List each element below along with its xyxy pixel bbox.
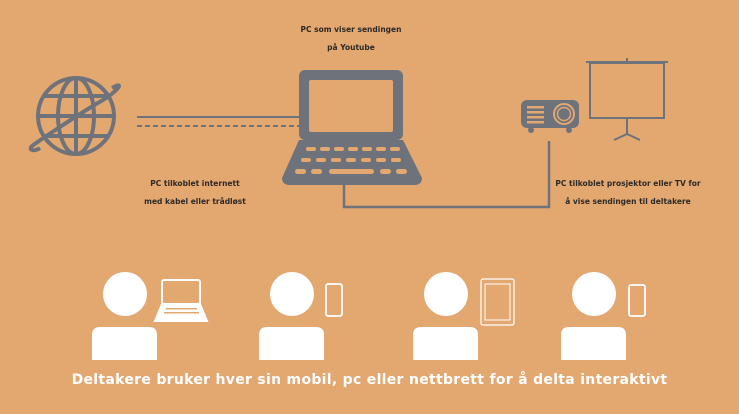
participant-mobile-1 xyxy=(259,272,324,360)
caption: Deltakere bruker hver sin mobil, pc elle… xyxy=(71,372,668,388)
participant-mobile-2 xyxy=(561,272,626,360)
internet-label-line2: med kabel eller trådløst xyxy=(144,197,246,206)
mobile-device-icon xyxy=(325,283,343,317)
participant-tablet xyxy=(413,272,478,360)
participant-laptop xyxy=(92,272,157,360)
projector-label-line1: PC tilkoblet prosjektor eller TV for xyxy=(555,179,701,188)
laptop-device-icon xyxy=(153,279,209,322)
internet-label-line1: PC tilkoblet internett xyxy=(150,179,240,188)
pc-label: PC som viser sendingen på Youtube xyxy=(270,21,432,57)
pc-label-line2: på Youtube xyxy=(327,43,375,52)
pc-label-line1: PC som viser sendingen xyxy=(300,25,402,34)
projector-label-line2: å vise sendingen til deltakere xyxy=(565,197,691,206)
internet-label: PC tilkoblet internett med kabel eller t… xyxy=(120,175,270,211)
mobile-device-icon xyxy=(628,284,646,317)
tablet-device-icon xyxy=(480,278,515,326)
projector-label: PC tilkoblet prosjektor eller TV for å v… xyxy=(548,175,708,211)
